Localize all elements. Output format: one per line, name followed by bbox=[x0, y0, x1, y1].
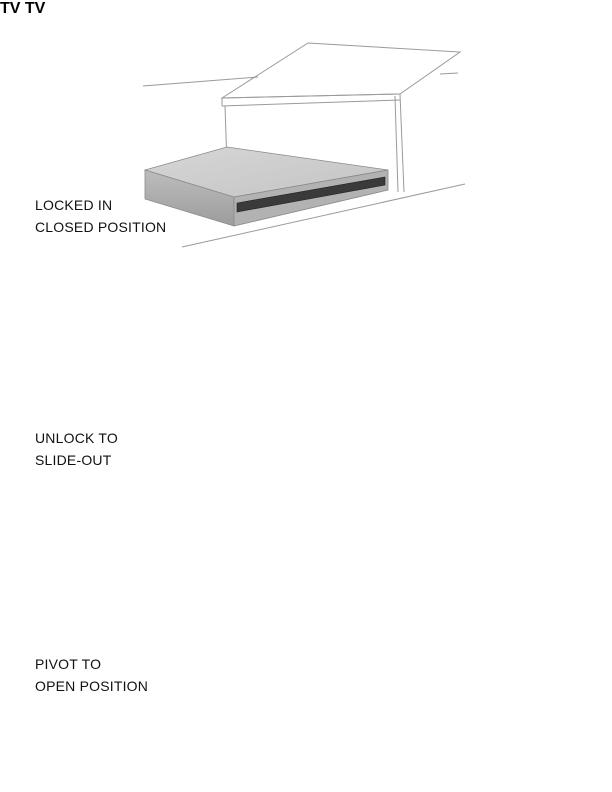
pivoted-tv-screen: TV bbox=[25, 0, 45, 17]
tv-label: TV bbox=[24, 0, 46, 17]
cabinet-outline bbox=[142, 42, 466, 248]
step-1-illustration bbox=[142, 42, 466, 248]
step-1-label-line-2: CLOSED POSITION bbox=[35, 219, 167, 235]
step-1-label: LOCKED IN CLOSED POSITION bbox=[35, 194, 166, 238]
tv-label: TV bbox=[0, 0, 21, 17]
step-1-label-line-1: LOCKED IN bbox=[35, 197, 113, 213]
step-2-label-line-2: SLIDE-OUT bbox=[35, 452, 112, 468]
sliding-tv-panel: TV bbox=[0, 0, 25, 17]
step-2-illustration: TV bbox=[0, 0, 25, 17]
closed-tv-mount-box bbox=[143, 146, 389, 227]
step-3-label-line-1: PIVOT TO bbox=[35, 656, 102, 672]
step-2-label: UNLOCK TO SLIDE-OUT bbox=[35, 427, 118, 471]
step-2-label-line-1: UNLOCK TO bbox=[35, 430, 118, 446]
step-3-label: PIVOT TO OPEN POSITION bbox=[35, 653, 148, 697]
step-3-illustration: TV bbox=[25, 0, 45, 17]
step-3-label-line-2: OPEN POSITION bbox=[35, 678, 149, 694]
